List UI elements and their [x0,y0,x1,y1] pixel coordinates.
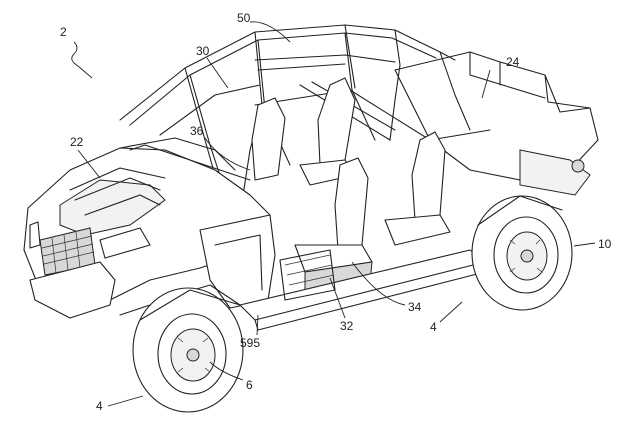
ref-2: 2 [60,25,67,39]
ref-30: 30 [196,44,210,58]
reference-numerals: 2 50 30 24 22 36 10 34 32 4 595 6 4 [60,11,612,413]
ref-595: 595 [240,336,260,350]
ref-4-left: 4 [96,399,103,413]
rear-right-wheel [471,195,573,311]
ref-50: 50 [237,11,251,25]
ref-32: 32 [340,319,354,333]
ref-22: 22 [70,135,84,149]
ref-4-right: 4 [430,320,437,334]
cargo-bed [394,51,599,196]
leader-lines [71,21,596,407]
ref-34: 34 [408,300,422,314]
ref-6: 6 [246,378,253,392]
front-body [23,137,276,319]
ref-10: 10 [598,237,612,251]
seats [251,77,451,293]
ref-24: 24 [506,55,520,69]
front-left-wheel [132,287,244,413]
ref-36: 36 [190,124,204,138]
